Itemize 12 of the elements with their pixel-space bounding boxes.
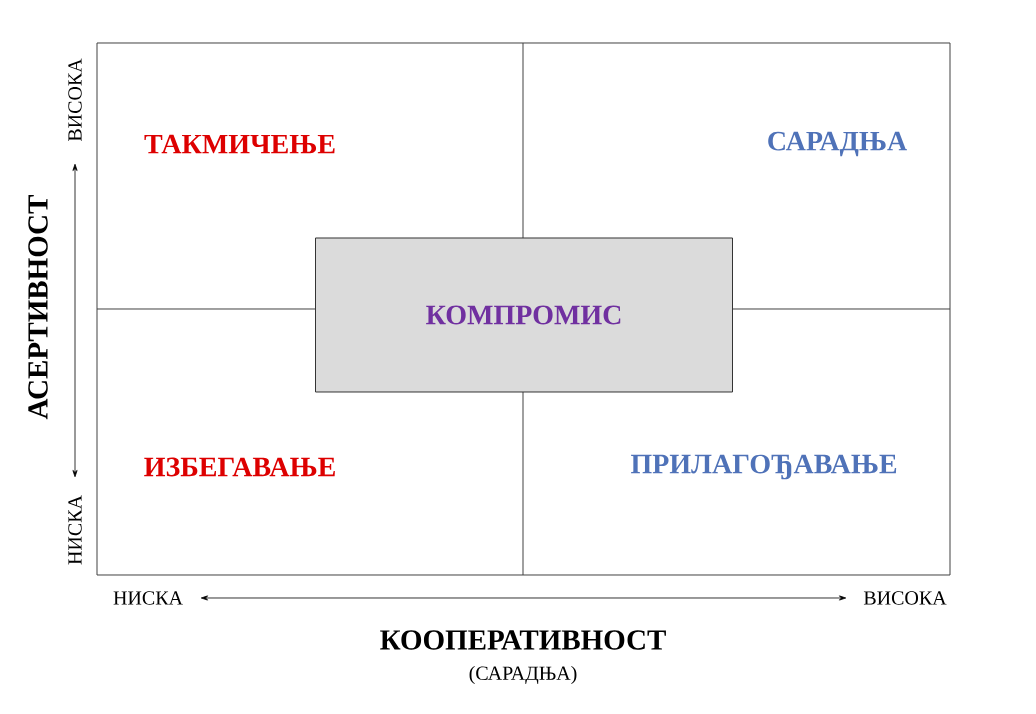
quadrant-label: ТАКМИЧЕЊЕ <box>144 134 335 154</box>
scale-label: НИСКА <box>68 495 82 565</box>
quadrant-label: САРАДЊА <box>768 131 907 157</box>
scale-label: ВИСОКА <box>68 58 82 142</box>
quadrant-label: ПРИЛАГОЂАВАЊЕ <box>631 454 897 480</box>
quadrant-label: ИЗБЕГАВАЊЕ <box>144 457 335 477</box>
axis-title: АСЕРТИВНОСТ <box>28 195 48 420</box>
scale-label: НИСКА <box>113 591 183 605</box>
axis-note: (САРАДЊА) <box>469 665 577 685</box>
compromise-box: КОМПРОМИС <box>315 237 733 393</box>
scale-label: ВИСОКА <box>863 591 947 605</box>
axis-title: КООПЕРАТИВНОСТ <box>380 630 666 650</box>
